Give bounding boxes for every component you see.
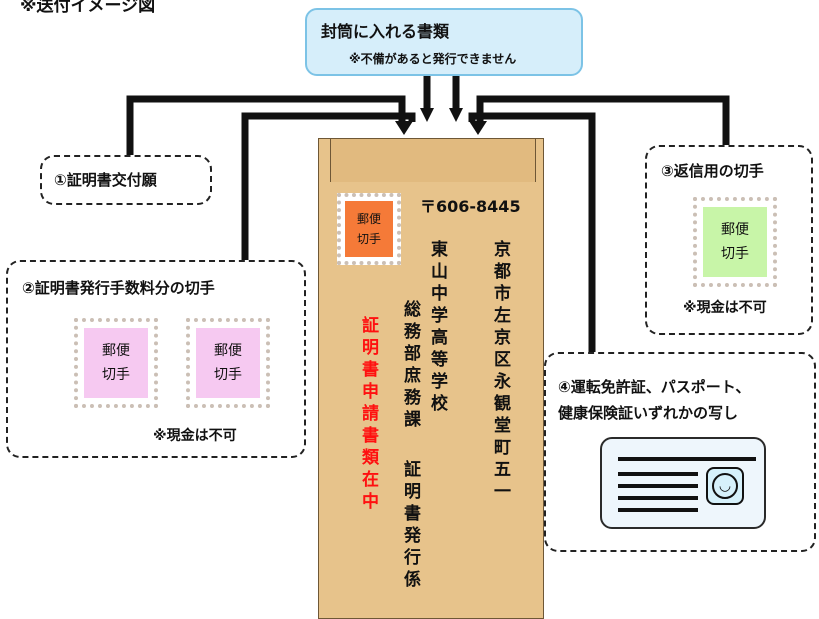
envelope-address: 京都市左京区永観堂町五一: [490, 240, 510, 504]
no-cash-note: ※現金は不可: [683, 300, 767, 316]
stamp-text-line2: 切手: [721, 246, 749, 262]
no-cash-note: ※現金は不可: [153, 428, 237, 444]
stamp-text-line2: 切手: [356, 232, 381, 246]
item-id-copy-label-line2: 健康保険証いずれかの写し: [558, 404, 739, 422]
envelope-red-notice: 証明書申請書類在中: [358, 316, 378, 514]
envelope-school-name: 東山中学高等学校: [427, 240, 447, 416]
postage-stamp-icon: 郵便 切手: [186, 318, 270, 408]
postage-stamp-icon: 郵便 切手: [693, 197, 777, 287]
envelope-flap: [330, 138, 536, 182]
item-application-form-label: ①証明書交付願: [54, 171, 157, 189]
diagram-title: ※送付イメージ図: [20, 0, 156, 16]
item-id-copy-label-line1: ④運転免許証、パスポート、: [558, 378, 751, 396]
stamp-text-line1: 郵便: [356, 212, 381, 226]
enclosed-documents-note: ※不備があると発行できません: [349, 52, 517, 66]
postal-code: 〒606-8445: [420, 197, 521, 216]
stamp-text-line1: 郵便: [214, 343, 242, 359]
item-fee-stamps-label: ②証明書発行手数料分の切手: [22, 279, 215, 297]
enclosed-documents-title: 封筒に入れる書類: [321, 22, 450, 41]
envelope-stamp-icon: 郵便 切手: [337, 193, 401, 265]
envelope-department: 総務部庶務課: [400, 300, 420, 432]
item-return-stamp: ③返信用の切手 郵便 切手 ※現金は不可: [645, 145, 813, 335]
envelope-section: 証明書発行係: [400, 460, 420, 592]
stamp-text-line1: 郵便: [102, 343, 130, 359]
stamp-text-line2: 切手: [102, 367, 130, 383]
stamp-text-line1: 郵便: [721, 222, 749, 238]
id-card-icon: ◡: [600, 437, 766, 529]
item-application-form: ①証明書交付願: [40, 155, 212, 205]
stamp-text-line2: 切手: [214, 367, 242, 383]
item-fee-stamps: ②証明書発行手数料分の切手 郵便 切手 郵便 切手 ※現金は不可: [6, 260, 306, 458]
enclosed-documents-box: 封筒に入れる書類 ※不備があると発行できません: [305, 8, 583, 76]
item-return-stamp-label: ③返信用の切手: [661, 162, 764, 180]
smiley-face-icon: ◡: [706, 467, 744, 505]
postage-stamp-icon: 郵便 切手: [74, 318, 158, 408]
